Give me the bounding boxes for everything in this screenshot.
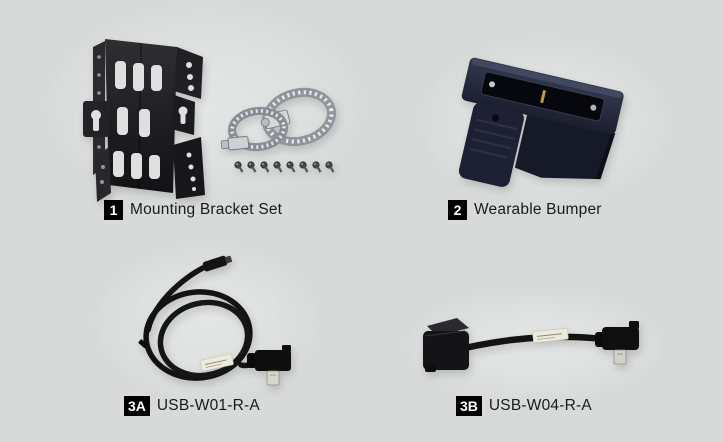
item-3b-caption: 3B USB-W04-R-A <box>456 395 592 416</box>
item-number-badge: 1 <box>104 199 123 220</box>
usb-plug-right-angle-icon <box>595 321 639 365</box>
usb-adapter-icon <box>423 318 639 372</box>
item-name: Wearable Bumper <box>474 200 602 218</box>
hose-clamp-small-icon <box>220 106 288 152</box>
cable-label-sticker <box>532 327 569 343</box>
item-2-caption: 2 Wearable Bumper <box>448 199 602 220</box>
item-name: USB-W01-R-A <box>156 396 260 414</box>
right-angle-usb-adapter-photo <box>415 298 655 393</box>
item-1-caption: 1 Mounting Bracket Set <box>104 199 282 220</box>
mounting-bracket-set-photo <box>55 5 355 202</box>
item-number-badge: 2 <box>448 199 467 220</box>
hose-clamp-large-icon <box>260 87 337 147</box>
cable-label-sticker <box>200 353 234 372</box>
usb-plug-right-angle-icon <box>247 345 291 386</box>
wearable-bumper-photo <box>425 45 660 200</box>
mounting-bracket-icon <box>83 39 337 202</box>
item-name: USB-W04-R-A <box>488 396 592 414</box>
wearable-bumper-icon <box>458 57 624 187</box>
screws-icon <box>234 161 335 173</box>
usb-cable-coiled-icon <box>138 255 291 386</box>
item-name: Mounting Bracket Set <box>130 200 283 218</box>
item-number-badge: 3B <box>456 395 482 416</box>
coiled-usb-cable-photo <box>105 245 310 395</box>
usb-a-female-icon <box>423 318 469 372</box>
item-number-badge: 3A <box>124 395 150 416</box>
item-3a-caption: 3A USB-W01-R-A <box>124 395 260 416</box>
usb-plug-straight-icon <box>202 255 233 272</box>
